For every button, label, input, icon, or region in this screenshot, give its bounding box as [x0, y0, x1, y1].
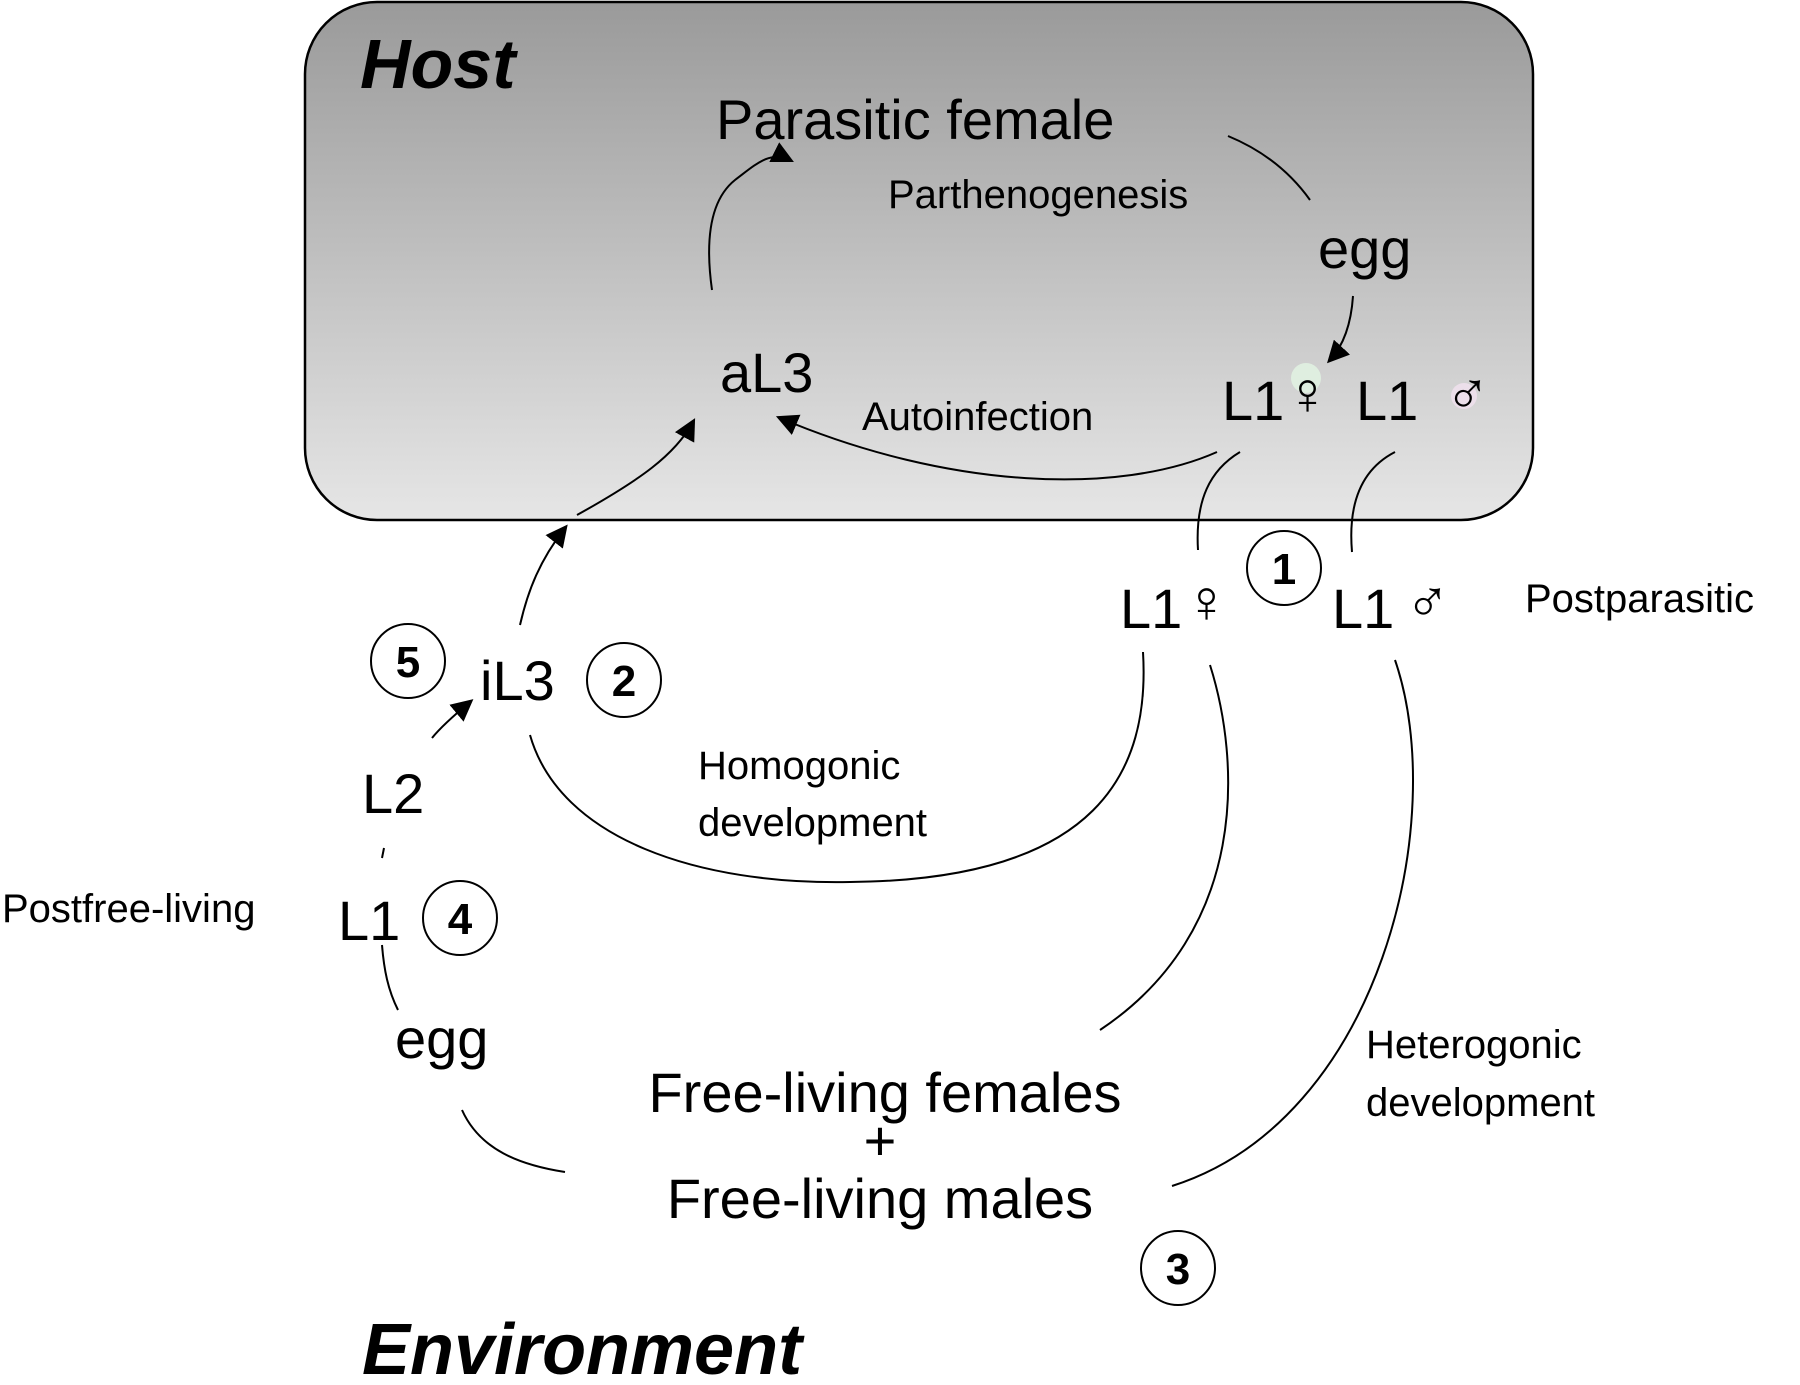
postfree-living-label: Postfree-living — [2, 887, 255, 931]
step-1-number: 1 — [1272, 545, 1296, 594]
freeliving-plus-sign: + — [864, 1109, 897, 1172]
step-3-number: 3 — [1166, 1245, 1190, 1294]
egg-to-l1-arrow — [1327, 295, 1354, 364]
step-4-circle — [422, 880, 498, 956]
homogonic-development-curve — [529, 651, 1145, 884]
al3-label: aL3 — [720, 341, 813, 404]
heterogonic-female-curve — [1099, 664, 1230, 1031]
host-female-symbol: ♀ — [1285, 360, 1330, 427]
step-2-circle — [586, 642, 662, 718]
il3-to-host-arrow-lower — [519, 524, 568, 626]
host-egg-label: egg — [1318, 217, 1411, 280]
postparasitic-l1-male-label: L1 — [1332, 577, 1394, 640]
postparasitic-l1-female-label: L1 — [1120, 577, 1182, 640]
parthenogenesis-label: Parthenogenesis — [888, 173, 1188, 217]
host-l1-male-label: L1 — [1356, 369, 1418, 432]
postparasitic-male-symbol: ♂ — [1405, 568, 1450, 635]
heterogonic-label-line1: Heterogonic — [1366, 1023, 1582, 1067]
il3-to-host-arrow-upper — [576, 418, 696, 516]
cycle-connectors — [381, 135, 1415, 1187]
parthenogenesis-connector — [1227, 135, 1311, 201]
homogonic-label-line1: Homogonic — [698, 744, 900, 788]
host-l1-male-drop — [1350, 451, 1396, 553]
step-1-circle — [1246, 530, 1322, 606]
l1-to-l2-dash — [381, 847, 385, 859]
postparasitic-female-symbol: ♀ — [1184, 568, 1229, 635]
al3-to-parasitic-female-arrow — [708, 142, 794, 291]
step-3-circle — [1140, 1230, 1216, 1306]
autoinfection-arrow — [775, 414, 1218, 481]
il3-label: iL3 — [480, 649, 555, 712]
host-male-symbol-tint — [1451, 383, 1477, 409]
host-l1-female-drop — [1196, 451, 1241, 551]
homogonic-label-line2: development — [698, 801, 927, 845]
l2-to-il3-arrow — [431, 699, 474, 739]
step-5-circle — [370, 623, 446, 699]
postfree-l1-label: L1 — [338, 889, 400, 952]
host-female-symbol-tint — [1291, 363, 1321, 393]
environment-title: Environment — [362, 1310, 805, 1385]
parasitic-female-label: Parasitic female — [716, 88, 1114, 151]
step-4-number: 4 — [448, 895, 473, 944]
host-compartment — [303, 0, 1535, 522]
egg-to-l1-curve — [381, 944, 399, 1011]
freeliving-to-egg-curve — [461, 1109, 566, 1173]
postfree-egg-label: egg — [395, 1007, 488, 1070]
heterogonic-male-curve — [1171, 659, 1415, 1187]
freeliving-females-label: Free-living females — [648, 1061, 1121, 1124]
host-male-symbol: ♂ — [1445, 360, 1490, 427]
step-5-number: 5 — [396, 638, 420, 687]
freeliving-males-label: Free-living males — [667, 1167, 1093, 1230]
host-title: Host — [360, 25, 518, 103]
autoinfection-label: Autoinfection — [862, 395, 1093, 439]
postparasitic-label: Postparasitic — [1525, 577, 1754, 621]
l2-label: L2 — [362, 762, 424, 825]
heterogonic-label-line2: development — [1366, 1081, 1595, 1125]
step-2-number: 2 — [612, 657, 636, 706]
host-l1-female-label: L1 — [1222, 369, 1284, 432]
